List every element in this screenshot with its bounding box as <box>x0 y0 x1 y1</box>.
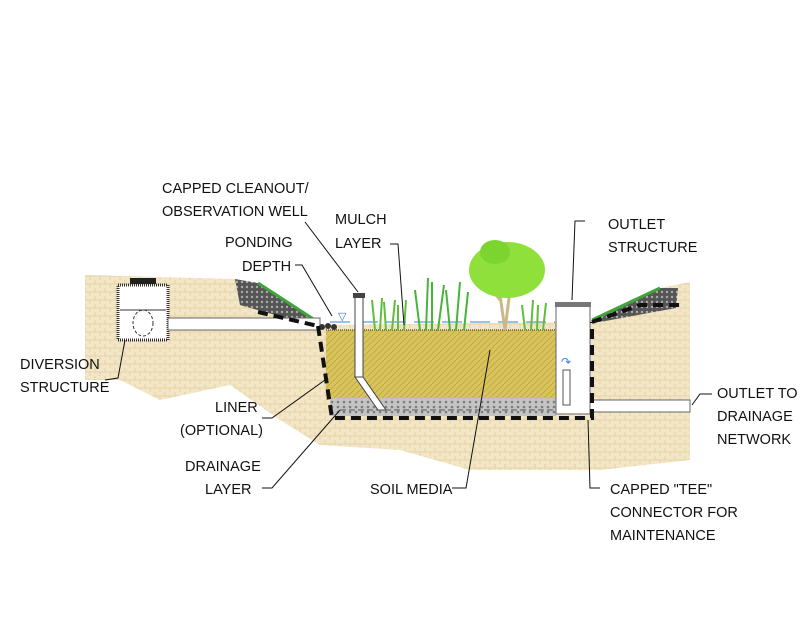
label-cleanout-1: CAPPED CLEANOUT/ <box>162 181 310 197</box>
label-ponding-2: DEPTH <box>242 259 291 275</box>
label-tee-2: CONNECTOR FOR <box>610 505 738 521</box>
embankment-liner <box>257 303 680 328</box>
label-drainage-layer-2: LAYER <box>205 482 251 498</box>
label-outlet-structure-1: OUTLET <box>608 217 665 233</box>
right-grass <box>591 286 661 322</box>
water-level-icon: ▽ <box>338 311 347 323</box>
label-soil-media: SOIL MEDIA <box>370 482 453 498</box>
label-outlet-structure-2: STRUCTURE <box>608 240 698 256</box>
leader-lines <box>104 220 712 489</box>
splash-rocks <box>319 323 337 330</box>
outlet-pipe <box>589 399 691 413</box>
label-diversion-2: STRUCTURE <box>20 380 110 396</box>
label-liner-2: (OPTIONAL) <box>180 423 263 439</box>
label-tee-1: CAPPED "TEE" <box>610 482 712 498</box>
outlet-structure: ↷ <box>555 302 591 415</box>
inlet-pipe <box>167 317 321 331</box>
label-outlet-network-2: DRAINAGE <box>717 409 793 425</box>
label-outlet-network-1: OUTLET TO <box>717 386 798 402</box>
label-tee-3: MAINTENANCE <box>610 528 716 544</box>
label-ponding-1: PONDING <box>225 235 293 251</box>
label-cleanout-2: OBSERVATION WELL <box>162 204 308 220</box>
left-grass <box>257 281 319 324</box>
tree <box>469 240 545 331</box>
label-diversion-1: DIVERSION <box>20 357 100 373</box>
liner <box>316 322 594 420</box>
plants <box>371 277 547 331</box>
left-riprap <box>235 279 318 322</box>
label-mulch-1: MULCH <box>335 212 387 228</box>
label-outlet-network-3: NETWORK <box>717 432 791 448</box>
label-liner-1: LINER <box>215 400 258 416</box>
label-drainage-layer-1: DRAINAGE <box>185 459 261 475</box>
cleanout-pipe <box>353 293 387 411</box>
label-mulch-2: LAYER <box>335 236 381 252</box>
drainage-gravel <box>330 398 556 416</box>
diversion-structure <box>116 278 170 342</box>
svg-text:↷: ↷ <box>561 355 571 369</box>
